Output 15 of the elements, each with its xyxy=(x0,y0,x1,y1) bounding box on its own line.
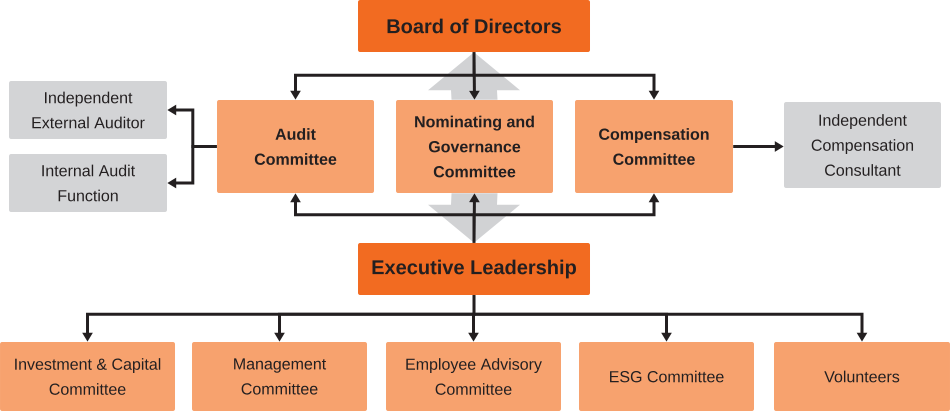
header-box: Executive Leadership xyxy=(358,243,590,295)
committee-box: Employee Advisory Committee xyxy=(386,342,561,411)
committee-box: Management Committee xyxy=(192,342,367,411)
committee-box: Nominating and Governance Committee xyxy=(396,100,553,193)
wide-arrow xyxy=(428,193,520,243)
committee-box: ESG Committee xyxy=(579,342,754,411)
advisor-box: Internal Audit Function xyxy=(9,154,167,212)
committee-box: Audit Committee xyxy=(217,100,374,193)
committee-box: Investment & Capital Committee xyxy=(0,342,175,411)
committee-box: Volunteers xyxy=(774,342,950,411)
header-box: Board of Directors xyxy=(358,0,590,52)
advisor-box: Independent Compensation Consultant xyxy=(784,102,941,188)
committee-box: Compensation Committee xyxy=(575,100,733,193)
advisor-box: Independent External Auditor xyxy=(9,81,167,139)
wide-arrow xyxy=(428,52,520,100)
